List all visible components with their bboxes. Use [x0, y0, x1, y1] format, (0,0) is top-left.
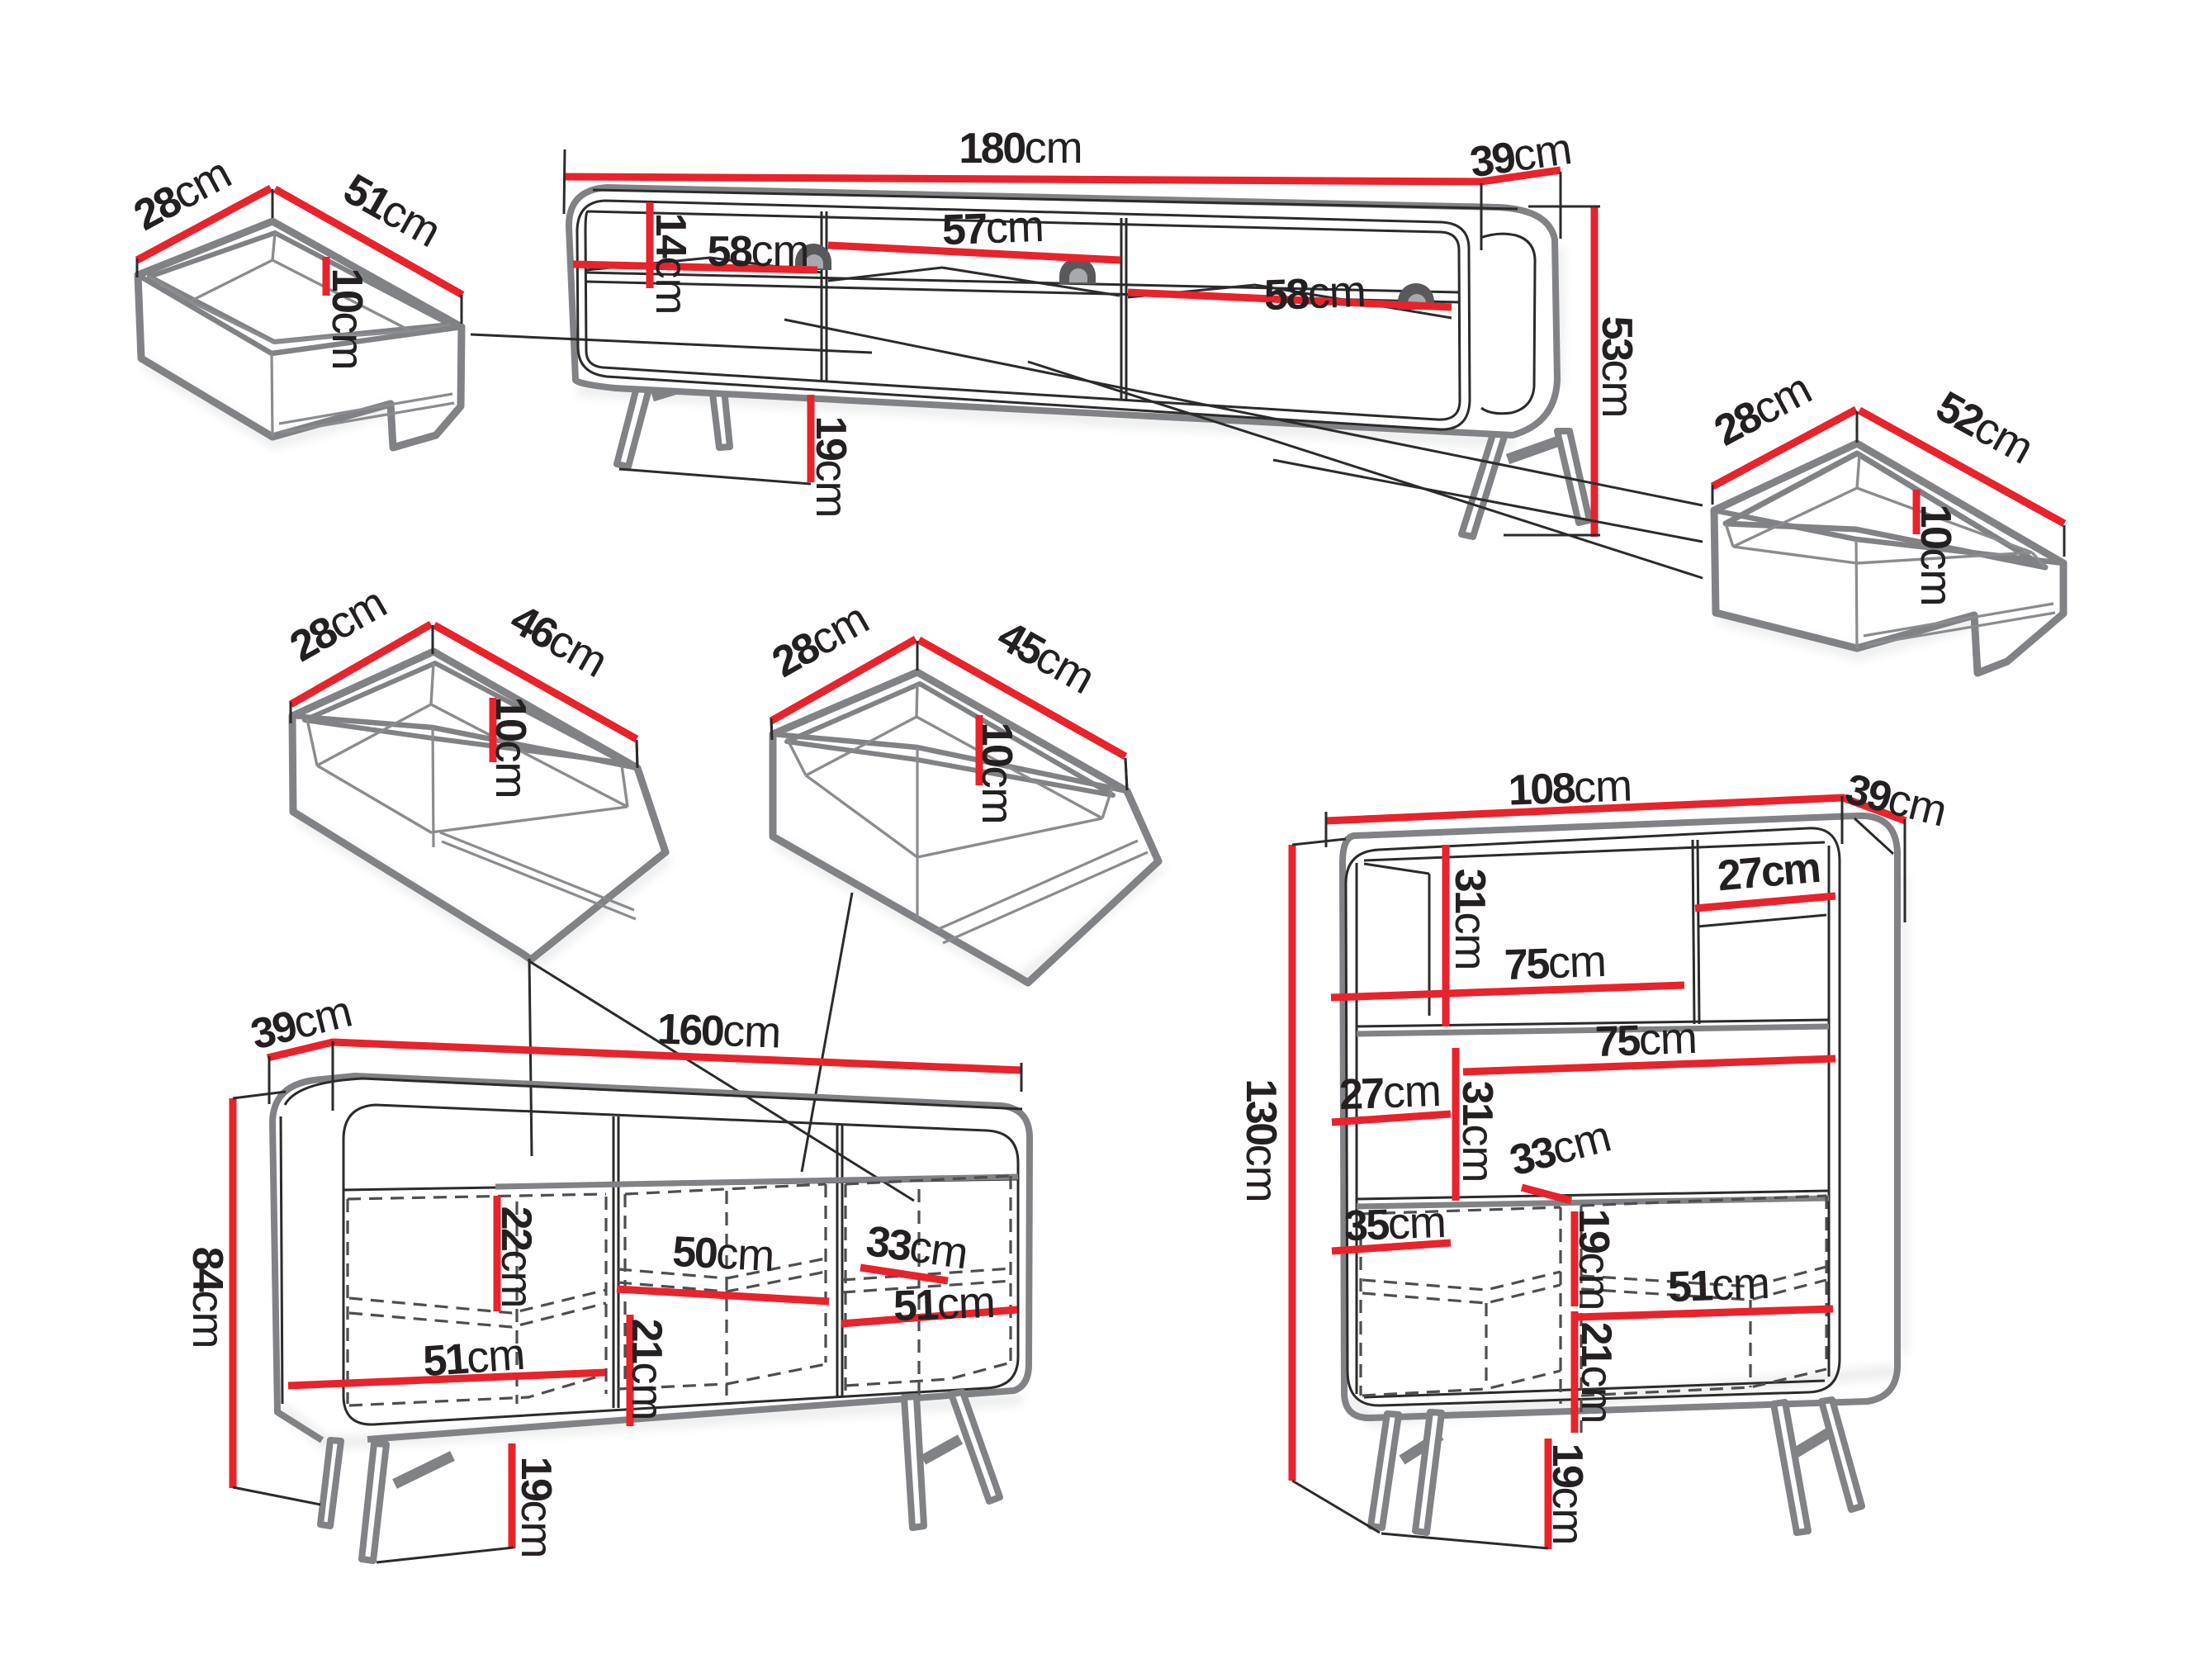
svg-text:19cm: 19cm: [512, 1457, 561, 1558]
svg-text:10cm: 10cm: [323, 268, 372, 370]
svg-text:21cm: 21cm: [623, 1319, 672, 1420]
svg-text:51cm: 51cm: [421, 1330, 526, 1386]
svg-text:10cm: 10cm: [486, 697, 536, 799]
svg-text:58cm: 58cm: [1263, 267, 1367, 320]
svg-text:10cm: 10cm: [323, 268, 372, 370]
svg-text:19cm: 19cm: [1543, 1443, 1593, 1545]
svg-text:14cm: 14cm: [647, 213, 696, 315]
svg-text:35cm: 35cm: [1343, 1197, 1447, 1250]
svg-text:39cm: 39cm: [1841, 764, 1952, 837]
svg-text:58cm: 58cm: [708, 226, 809, 276]
svg-text:75cm: 75cm: [1504, 936, 1607, 989]
svg-text:31cm: 31cm: [1446, 869, 1495, 970]
svg-text:31cm: 31cm: [1453, 1081, 1503, 1183]
svg-text:53cm: 53cm: [1593, 316, 1642, 418]
svg-text:51cm: 51cm: [893, 1277, 996, 1330]
svg-text:51cm: 51cm: [1667, 1258, 1770, 1311]
svg-text:130cm: 130cm: [1237, 1078, 1286, 1202]
svg-text:180cm: 180cm: [959, 123, 1082, 173]
svg-text:57cm: 57cm: [941, 201, 1044, 254]
svg-text:10cm: 10cm: [1911, 505, 1961, 606]
svg-text:50cm: 50cm: [671, 1226, 775, 1281]
svg-text:19cm: 19cm: [807, 416, 856, 518]
svg-text:108cm: 108cm: [1508, 761, 1632, 814]
svg-text:75cm: 75cm: [1594, 1013, 1698, 1066]
svg-text:10cm: 10cm: [1911, 505, 1961, 606]
svg-text:33cm: 33cm: [864, 1216, 971, 1279]
svg-text:84cm: 84cm: [183, 1247, 233, 1349]
svg-text:39cm: 39cm: [1467, 124, 1575, 187]
svg-text:160cm: 160cm: [656, 1003, 781, 1057]
svg-text:27cm: 27cm: [1716, 844, 1821, 901]
svg-text:19cm: 19cm: [1570, 1209, 1619, 1311]
svg-text:22cm: 22cm: [492, 1206, 542, 1308]
svg-text:27cm: 27cm: [1338, 1066, 1442, 1119]
svg-text:10cm: 10cm: [973, 723, 1022, 824]
svg-text:21cm: 21cm: [1572, 1322, 1622, 1424]
